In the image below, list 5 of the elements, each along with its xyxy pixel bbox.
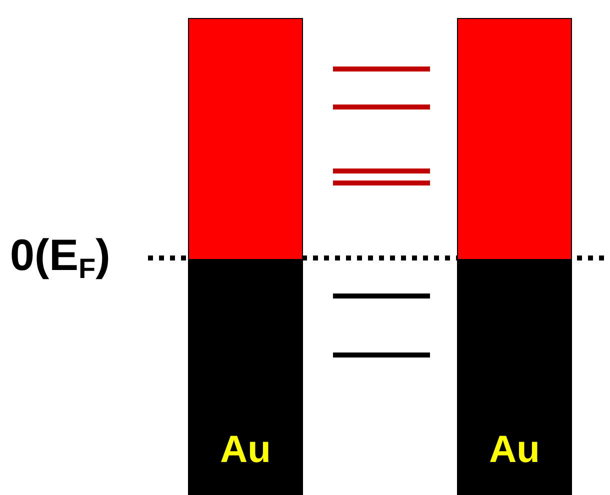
electrode-column	[188, 18, 303, 495]
electrode-label: Au	[488, 428, 541, 472]
electrode-column	[457, 18, 572, 495]
electrode-label: Au	[219, 428, 272, 472]
energy-axis-label: 0(E$_{F}$)	[10, 230, 110, 286]
